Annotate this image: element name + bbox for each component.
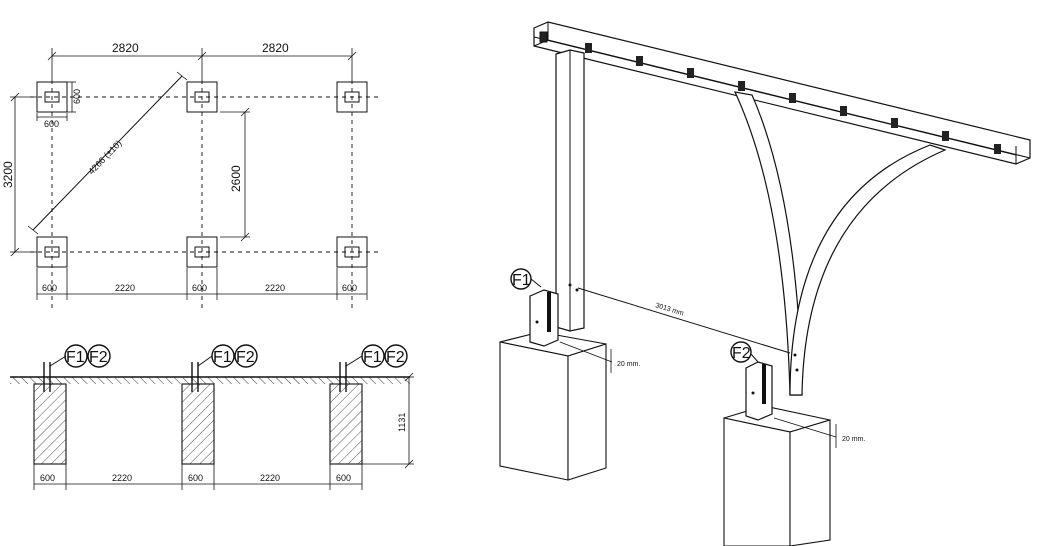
plan-left-dimension: 3200 [1, 92, 37, 257]
section-anchors [43, 362, 347, 392]
plan-inner-dimension: 2600 [220, 107, 250, 242]
section-f1-b: F1 [213, 349, 232, 366]
sec-dim-5: 600 [336, 473, 351, 483]
dim-bottom-4: 2220 [265, 283, 285, 293]
section-bottom-dimension: 600 2220 600 2220 600 [33, 464, 363, 490]
iso-f1-label: F1 [512, 272, 531, 289]
section-f1-c: F1 [363, 349, 382, 366]
dim-depth: 1131 [397, 413, 407, 432]
section-view: F1 F2 F1 F2 F1 F2 1131 [10, 344, 414, 490]
dim-gap-2: 20 mm. [842, 436, 865, 443]
dim-gap-1: 20 mm. [617, 361, 640, 368]
section-depth-dimension: 1131 [362, 372, 414, 469]
section-labels-3: F1 F2 [345, 344, 408, 368]
plan-top-dimension: 2820 2820 [47, 41, 357, 80]
iso-foundation-2: 20 mm. F2 [723, 341, 865, 546]
dim-distance: 3013 mm [654, 302, 684, 317]
dim-top-span-2: 2820 [262, 41, 289, 55]
iso-left-post [555, 49, 585, 332]
dim-bottom-3: 600 [192, 283, 207, 293]
sec-dim-1: 600 [40, 473, 55, 483]
section-f1-a: F1 [66, 349, 85, 366]
sec-dim-4: 2220 [260, 473, 280, 483]
iso-right-post [733, 91, 947, 396]
iso-distance: 3013 mm [577, 287, 791, 354]
plan-bottom-dimension: 600 2220 600 2220 600 [36, 268, 368, 300]
dim-height-left: 3200 [1, 161, 15, 188]
dim-diagonal: 4266 (±10) [86, 138, 123, 176]
plan-view: 2820 2820 600 [1, 41, 378, 312]
sec-dim-3: 600 [188, 473, 203, 483]
iso-top-beam [533, 21, 1031, 165]
dim-bottom-1: 600 [42, 283, 57, 293]
dim-top-span-1: 2820 [112, 41, 139, 55]
section-foundations [33, 383, 363, 465]
iso-foundation-1: 20 mm. F1 [499, 268, 640, 481]
section-f2-c: F2 [386, 349, 405, 366]
dim-post-width: 600 [44, 119, 59, 129]
post-size-dims: 600 600 [36, 81, 82, 129]
plan-posts [36, 81, 368, 268]
section-labels-1: F1 F2 [49, 344, 111, 368]
dim-bottom-2: 2220 [115, 283, 135, 293]
section-labels-2: F1 F2 [197, 344, 258, 368]
isometric-view: 3013 mm 20 mm. F1 [499, 21, 1031, 546]
iso-f2-label: F2 [732, 345, 751, 362]
dim-height-inner: 2600 [229, 165, 243, 192]
section-f2-a: F2 [89, 349, 108, 366]
dim-bottom-5: 600 [342, 283, 357, 293]
dim-post-height: 600 [72, 89, 82, 104]
sec-dim-2: 2220 [112, 473, 132, 483]
section-f2-b: F2 [236, 349, 255, 366]
